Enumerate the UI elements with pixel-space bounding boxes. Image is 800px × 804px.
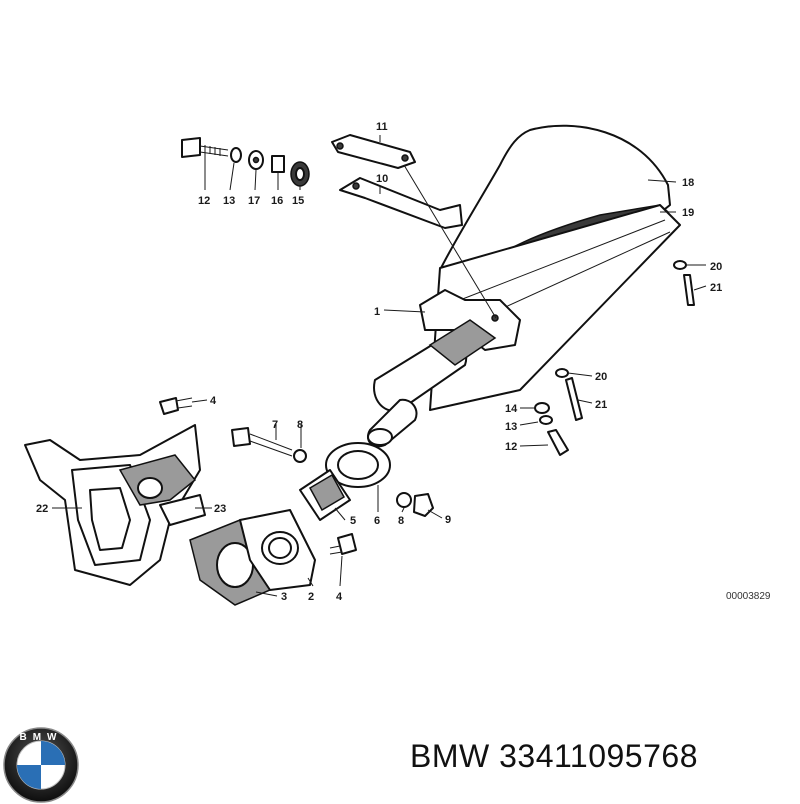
callout-7: 7 (272, 419, 278, 431)
steering-column-housing (366, 124, 681, 448)
callout-4: 4 (336, 591, 343, 603)
callout-2: 2 (308, 591, 314, 603)
callout-12: 12 (505, 441, 517, 453)
callout-3: 3 (281, 591, 287, 603)
callout-20: 20 (710, 261, 722, 273)
callout-19: 19 (682, 207, 694, 219)
callout-6: 6 (374, 515, 380, 527)
callout-5: 5 (350, 515, 356, 527)
callout-22: 22 (36, 503, 48, 515)
callout-20: 20 (595, 371, 607, 383)
callout-12: 12 (198, 195, 210, 207)
top-fastener-row (181, 137, 310, 187)
callout-23: 23 (214, 503, 226, 515)
lower-mounting-assembly (24, 397, 307, 586)
callout-14: 14 (505, 403, 518, 415)
callout-18: 18 (682, 177, 694, 189)
bmw-roundel-icon: BMW (3, 727, 79, 803)
callout-13: 13 (223, 195, 235, 207)
clamp-and-strap (331, 134, 463, 229)
drawing-number: 00003829 (726, 591, 771, 602)
callout-13: 13 (505, 421, 517, 433)
callout-1: 1 (374, 306, 380, 318)
callout-16: 16 (271, 195, 283, 207)
leader-lines (52, 135, 707, 597)
callout-17: 17 (248, 195, 260, 207)
brand-part-number-caption: BMW 33411095768 (410, 738, 698, 774)
callout-9: 9 (445, 514, 451, 526)
callout-21: 21 (595, 399, 607, 411)
callout-8: 8 (297, 419, 303, 431)
callout-21: 21 (710, 282, 722, 294)
callout-15: 15 (292, 195, 304, 207)
callout-8: 8 (398, 515, 404, 527)
coupling-parts (189, 442, 434, 606)
callout-4: 4 (210, 395, 217, 407)
logo-letters: BMW (20, 732, 63, 743)
callout-10: 10 (376, 173, 388, 185)
callout-labels: 11 10 18 19 20 21 1 20 21 14 13 12 12 13… (36, 121, 771, 603)
callout-11: 11 (376, 121, 388, 133)
